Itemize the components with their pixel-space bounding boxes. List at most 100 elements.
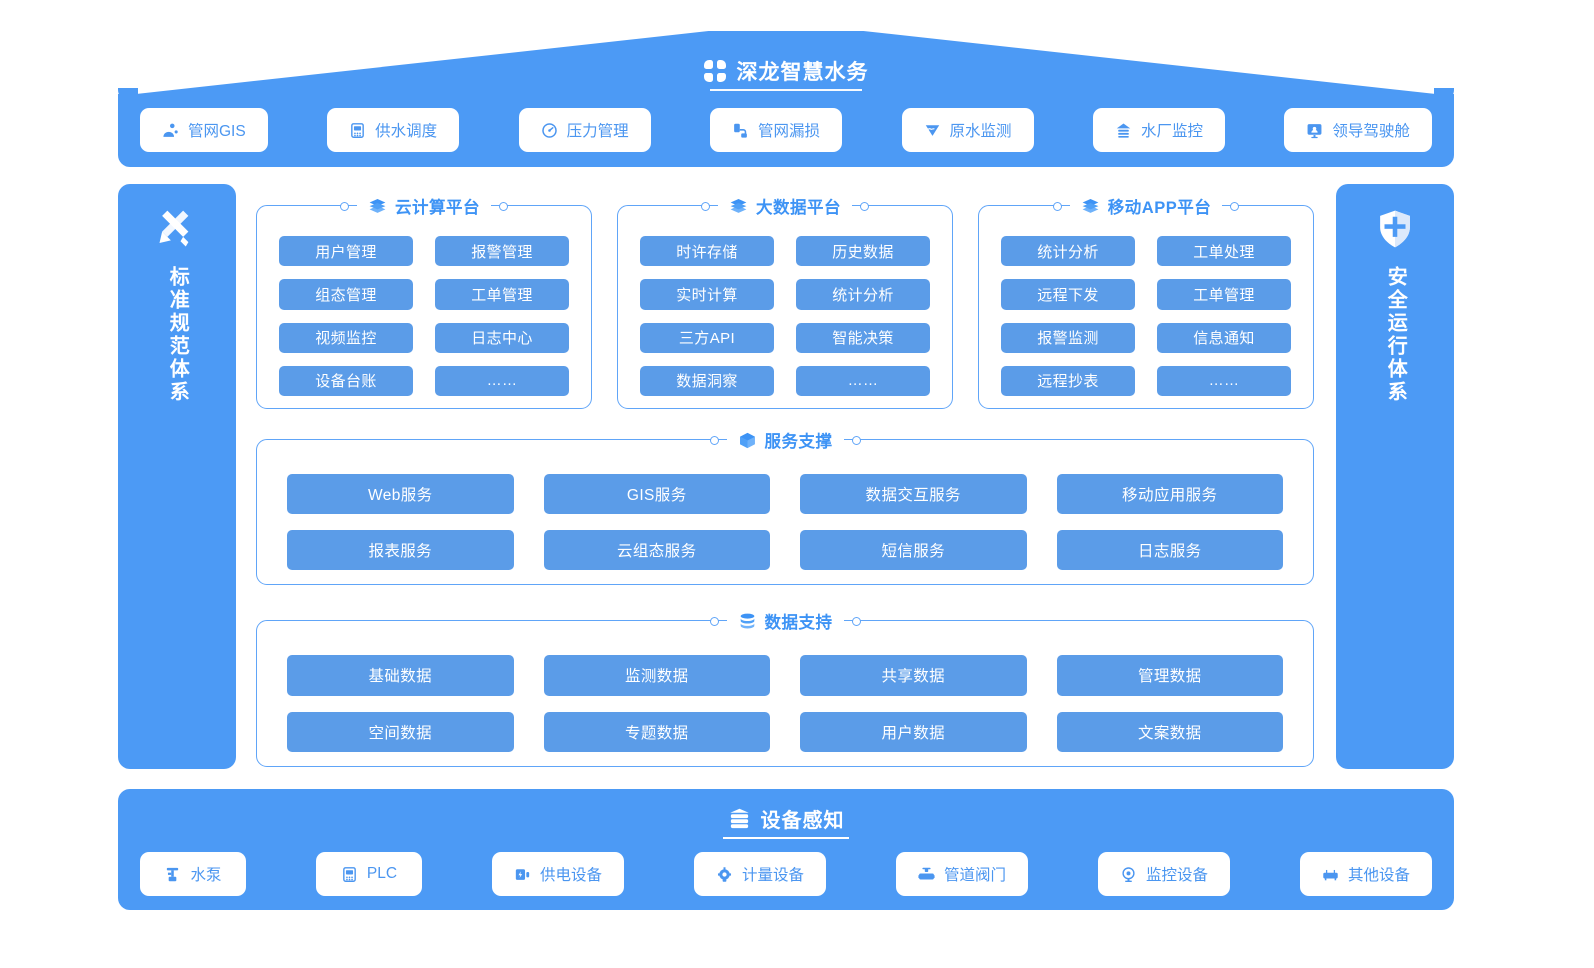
device-pill-label: 管道阀门	[943, 867, 1006, 884]
app-pill-guanwang-loushun[interactable]: 管网漏损	[710, 108, 843, 152]
tile[interactable]: 报警监测	[1001, 322, 1135, 353]
tile[interactable]: 实时计算	[640, 279, 774, 310]
device-pill-plc[interactable]: PLC	[315, 852, 422, 896]
device-layer-underline	[723, 837, 849, 839]
tile[interactable]: 组态管理	[279, 279, 413, 310]
tile[interactable]: 工单管理	[1157, 279, 1291, 310]
plc-controller-icon	[343, 866, 356, 882]
device-layer-title-group: 设备感知	[118, 803, 1454, 833]
tile[interactable]: 时许存储	[640, 236, 774, 267]
mobile-app-platform-tiles: 统计分析 工单处理 远程下发 工单管理 报警监测 信息通知 远程抄表 ……	[979, 236, 1313, 396]
tile[interactable]: 移动应用服务	[1056, 474, 1283, 514]
device-pill-guandao-famen[interactable]: 管道阀门	[895, 852, 1028, 896]
camera-icon	[1122, 866, 1135, 882]
tile[interactable]: 报警管理	[435, 236, 569, 267]
app-pill-gongshui-diaodu[interactable]: 供水调度	[327, 108, 460, 152]
ruler-pencil-icon	[159, 210, 189, 247]
plc-controller-icon	[351, 122, 365, 138]
tile[interactable]: 历史数据	[796, 236, 930, 267]
device-pill-label: PLC	[366, 865, 398, 882]
device-layer-bar: 设备感知 水泵	[118, 789, 1454, 910]
tile[interactable]: 用户管理	[279, 236, 413, 267]
platform-stack: 云计算平台 用户管理 报警管理 组态管理 工单管理 视频监控 日志中心 设备台账…	[256, 184, 1314, 769]
device-pill-jiliang-shebei[interactable]: 计量设备	[693, 852, 826, 896]
tile[interactable]: 数据洞察	[640, 365, 774, 396]
tile[interactable]: 报表服务	[287, 530, 514, 570]
tile[interactable]: 工单处理	[1157, 236, 1291, 267]
tile[interactable]: 信息通知	[1157, 322, 1291, 353]
tile[interactable]: 远程下发	[1001, 279, 1135, 310]
device-pill-qita-shebei[interactable]: 其他设备	[1299, 852, 1432, 896]
panel-title-service-support: 服务支撑	[257, 428, 1313, 452]
standards-pillar-label: 标准规范体系	[166, 266, 189, 404]
tile[interactable]: 日志中心	[435, 322, 569, 353]
tile[interactable]: 空间数据	[287, 711, 514, 752]
app-pill-yuanshui-jiance[interactable]: 原水监测	[901, 108, 1034, 152]
tile[interactable]: 数据交互服务	[800, 474, 1027, 514]
device-layer-title: 设备感知	[760, 809, 845, 832]
tile[interactable]: 云组态服务	[543, 530, 770, 570]
map-pin-network-icon	[163, 123, 178, 137]
tile[interactable]: 日志服务	[1056, 530, 1283, 570]
device-pill-jiankong-shebei[interactable]: 监控设备	[1097, 852, 1230, 896]
layers-icon	[369, 198, 386, 213]
tile[interactable]: ……	[1157, 365, 1291, 396]
tile[interactable]: 三方API	[640, 322, 774, 353]
app-pill-label: 原水监测	[949, 123, 1012, 140]
tile[interactable]: 统计分析	[796, 279, 930, 310]
bigdata-platform-tiles: 时许存储 历史数据 实时计算 统计分析 三方API 智能决策 数据洞察 ……	[618, 236, 952, 396]
cube-icon	[739, 432, 755, 448]
water-pump-icon	[167, 867, 179, 881]
brand-title-group: 深龙智慧水务	[118, 54, 1454, 88]
layers-icon	[1082, 198, 1099, 213]
app-pill-label: 供水调度	[375, 123, 438, 140]
panel-title-label: 大数据平台	[756, 199, 841, 217]
connector-dot-right	[499, 201, 508, 211]
device-pill-shuibeng[interactable]: 水泵	[140, 852, 246, 896]
standards-pillar: 标准规范体系	[118, 184, 236, 769]
tile[interactable]: ……	[435, 365, 569, 396]
tile[interactable]: 短信服务	[800, 530, 1027, 570]
tile[interactable]: 视频监控	[279, 322, 413, 353]
app-pill-shuichang-jiankong[interactable]: 水厂监控	[1092, 108, 1225, 152]
tile[interactable]: 文案数据	[1056, 711, 1283, 752]
four-dot-grid-icon	[703, 60, 726, 82]
app-pill-yali-guanli[interactable]: 压力管理	[518, 108, 651, 152]
brand-title: 深龙智慧水务	[736, 61, 869, 84]
panel-title-label: 数据支持	[764, 614, 833, 632]
tile[interactable]: 工单管理	[435, 279, 569, 310]
cloud-platform-tiles: 用户管理 报警管理 组态管理 工单管理 视频监控 日志中心 设备台账 ……	[257, 236, 591, 396]
app-pill-lingdao-jiashicang[interactable]: 领导驾驶舱	[1284, 108, 1432, 152]
device-pill-gongdian-shebei[interactable]: 供电设备	[491, 852, 624, 896]
device-pill-label: 其他设备	[1347, 867, 1410, 884]
device-pill-row: 水泵 PLC	[140, 852, 1432, 896]
tile[interactable]: 管理数据	[1056, 655, 1283, 696]
tile[interactable]: 统计分析	[1001, 236, 1135, 267]
tile[interactable]: Web服务	[287, 474, 514, 514]
brand-underline	[710, 89, 862, 91]
app-pill-guanwang-gis[interactable]: 管网GIS	[140, 108, 268, 152]
tile[interactable]: 监测数据	[543, 655, 770, 696]
application-layer-bar: 深龙智慧水务 管网GIS	[118, 60, 1454, 167]
tile[interactable]: GIS服务	[543, 474, 770, 514]
tile[interactable]: 用户数据	[800, 711, 1027, 752]
connector-dot-right	[851, 616, 861, 626]
tile[interactable]: 智能决策	[796, 322, 930, 353]
app-pill-label: 领导驾驶舱	[1332, 123, 1410, 140]
device-pill-label: 供电设备	[539, 867, 602, 884]
connector-dot-left	[340, 201, 349, 211]
water-meter-icon	[717, 866, 731, 882]
connector-dot-right	[860, 201, 869, 211]
tile[interactable]: 专题数据	[543, 711, 770, 752]
tile[interactable]: 共享数据	[800, 655, 1027, 696]
tile[interactable]: ……	[796, 365, 930, 396]
panel-data-support: 数据支持 基础数据 监测数据 共享数据 管理数据 空间数据 专题数据 用户数据 …	[256, 609, 1314, 767]
tile[interactable]: 基础数据	[287, 655, 514, 696]
water-wave-icon	[925, 124, 939, 136]
app-pill-label: 管网GIS	[188, 123, 246, 140]
tile[interactable]: 设备台账	[279, 365, 413, 396]
device-pill-label: 监控设备	[1145, 867, 1208, 884]
panel-title-label: 服务支撑	[764, 433, 833, 451]
tile[interactable]: 远程抄表	[1001, 365, 1135, 396]
router-device-icon	[1323, 869, 1338, 880]
